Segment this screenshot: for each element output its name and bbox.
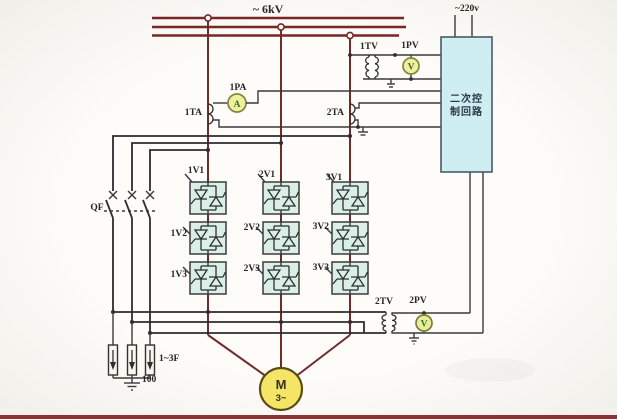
pt2-label: 2TV <box>375 297 393 307</box>
thyristor-module <box>182 261 227 295</box>
thyristor-modules <box>182 173 369 377</box>
thyristor-module <box>257 173 300 215</box>
thyristor-module <box>184 173 227 215</box>
module-label: 2V2 <box>244 223 261 233</box>
ammeter-symbol: A <box>234 100 241 110</box>
motor: M 3~ <box>258 366 304 412</box>
voltmeter-1pv: V <box>402 55 420 79</box>
ta1-label: 1TA <box>185 108 202 118</box>
ct-secondary-wires <box>213 102 441 136</box>
current-transformer-2ta <box>349 103 356 125</box>
thyristor-module <box>255 261 300 295</box>
voltage-transformer-2tv <box>381 172 484 345</box>
motor-letter: M <box>276 377 287 392</box>
voltmeter-2pv-dial <box>415 314 433 332</box>
thyristor-module <box>324 261 369 295</box>
ammeter-1pa: A <box>213 90 441 113</box>
arrester-label: 1~3F <box>159 354 179 364</box>
pv2-label: 2PV <box>409 296 427 306</box>
control-box-text-line2: 制回路 <box>450 105 483 118</box>
module-label: 3V1 <box>326 173 343 183</box>
voltage-transformer-1tv <box>348 53 441 88</box>
current-transformer-1ta <box>207 103 214 125</box>
thyristor-module <box>182 221 227 255</box>
module-label: 2V1 <box>259 170 276 180</box>
voltmeter-1pv-dial <box>402 57 420 75</box>
motor-feed-lines <box>111 310 386 335</box>
control-circuit-box: 二次控 制回路 <box>440 15 493 173</box>
voltmeter-2pv: V <box>415 313 433 333</box>
phase-feeders <box>207 21 351 182</box>
pa1-label: 1PA <box>230 83 247 93</box>
pv1-label: 1PV <box>401 41 419 51</box>
ta2-label: 2TA <box>327 108 344 118</box>
module-label: 1V1 <box>188 166 205 176</box>
motor-phase-label: 3~ <box>276 393 287 404</box>
module-label: 3V3 <box>313 263 330 273</box>
voltmeter-symbol: V <box>408 63 415 73</box>
watermark <box>445 358 535 382</box>
thyristor-module <box>326 173 369 215</box>
module-label: 1V2 <box>171 229 188 239</box>
bus-tap-b <box>277 23 285 31</box>
power-bus-lines <box>152 14 406 40</box>
control-voltage-label: ~220v <box>455 4 479 14</box>
thyristor-module <box>255 221 300 255</box>
bus-tap-c <box>346 31 354 40</box>
control-box-text-line1: 二次控 <box>450 92 483 105</box>
module-label: 1V3 <box>171 270 188 280</box>
circuit-breaker-qf <box>104 134 352 333</box>
module-label: 2V3 <box>244 264 261 274</box>
voltmeter-symbol: V <box>421 320 428 330</box>
surge-arresters <box>107 312 156 391</box>
bottom-border-strip <box>0 415 617 419</box>
ground-value-label: 100 <box>142 375 157 385</box>
ground-symbol <box>124 382 140 391</box>
module-label: 3V2 <box>313 222 330 232</box>
bus-tap-a <box>204 14 212 22</box>
breaker-label: QF <box>90 203 103 213</box>
thyristor-module <box>324 221 369 255</box>
bus-voltage-label: ~ 6kV <box>253 2 284 16</box>
pt1-label: 1TV <box>360 42 378 52</box>
